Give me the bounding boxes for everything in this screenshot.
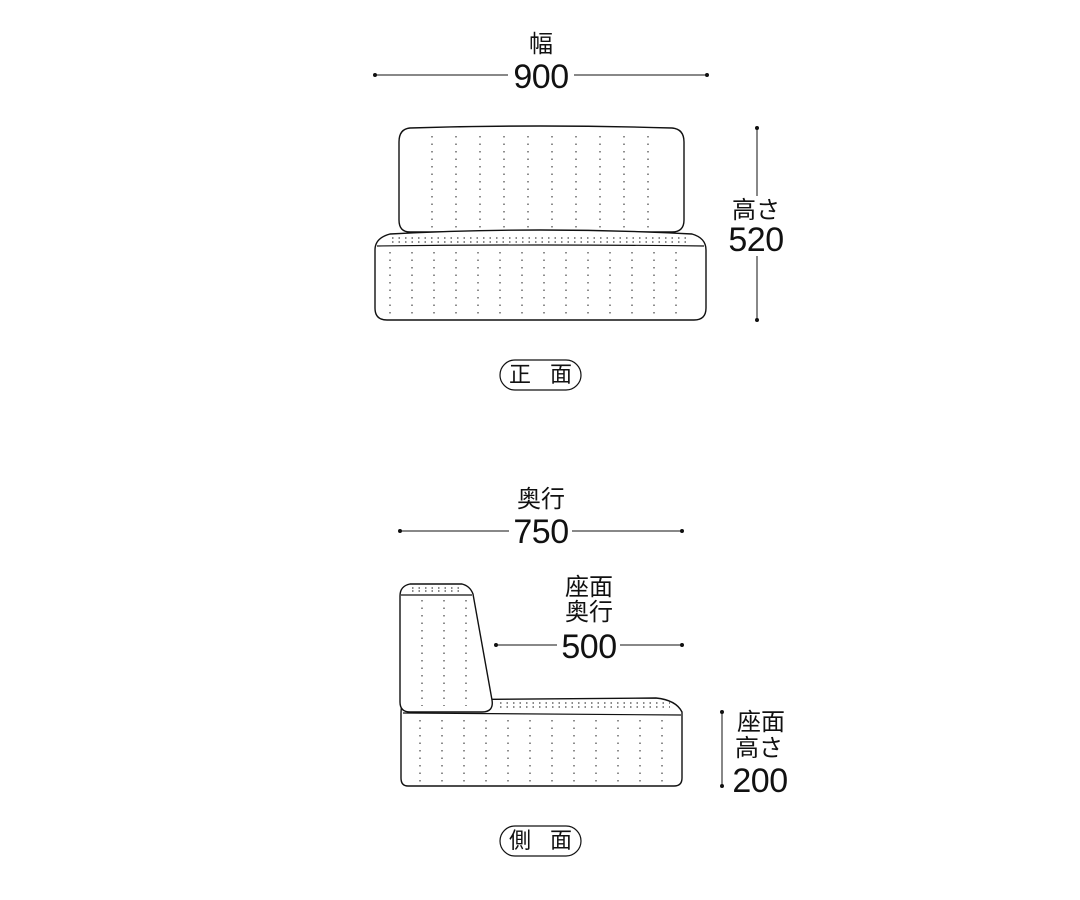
side-depth-label: 奥行 bbox=[517, 485, 565, 513]
side-depth-dimension-line bbox=[398, 529, 684, 533]
front-view-label-capsule bbox=[499, 359, 582, 391]
side-backrest bbox=[399, 583, 493, 713]
front-height-dimension-line bbox=[755, 126, 759, 322]
seat-depth-label-line2: 奥行 bbox=[565, 598, 613, 626]
front-width-dimension-line bbox=[373, 73, 709, 77]
seat-depth-dimension-line bbox=[494, 643, 684, 647]
front-height-label: 高さ bbox=[732, 196, 780, 224]
front-view-label: 正 面 bbox=[509, 363, 578, 388]
seat-height-label-line1: 座面 bbox=[737, 708, 785, 736]
side-view-label: 側 面 bbox=[509, 829, 578, 854]
seat-height-dimension-line bbox=[720, 710, 724, 788]
seat-depth-value: 500 bbox=[561, 628, 617, 666]
front-height-value: 520 bbox=[728, 221, 784, 259]
front-backrest bbox=[398, 125, 685, 233]
side-view-label-capsule bbox=[499, 825, 582, 857]
front-width-label: 幅 bbox=[529, 30, 553, 58]
seat-depth-label-line1: 座面 bbox=[565, 573, 613, 601]
side-depth-value: 750 bbox=[513, 513, 569, 551]
seat-height-label-line2: 高さ bbox=[735, 734, 783, 762]
side-seat-cushion bbox=[400, 697, 683, 787]
front-seat-cushion bbox=[374, 229, 707, 321]
seat-height-value: 200 bbox=[732, 762, 788, 800]
front-width-value: 900 bbox=[513, 58, 569, 96]
